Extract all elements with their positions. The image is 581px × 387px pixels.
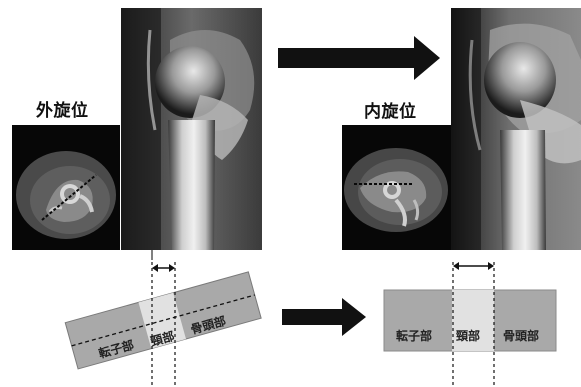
double-arrow-icon	[152, 264, 175, 272]
right-arrow-icon	[278, 36, 440, 80]
right-arrow-icon	[282, 298, 366, 336]
double-arrow-icon	[453, 262, 494, 270]
xray-internal	[451, 8, 581, 250]
xray-external	[121, 8, 262, 260]
ct-scan-external	[12, 125, 120, 250]
segment-label-head: 骨頭部	[503, 328, 539, 343]
segment-label-neck: 頸部	[456, 328, 480, 343]
segment-label-trochanter: 転子部	[396, 328, 432, 343]
ct-scan-internal	[342, 125, 451, 250]
femur-schematic-internal: 転子部 頸部 骨頭部	[384, 290, 556, 351]
femur-schematic-external: 転子部 頸部 骨頭部	[65, 272, 261, 369]
